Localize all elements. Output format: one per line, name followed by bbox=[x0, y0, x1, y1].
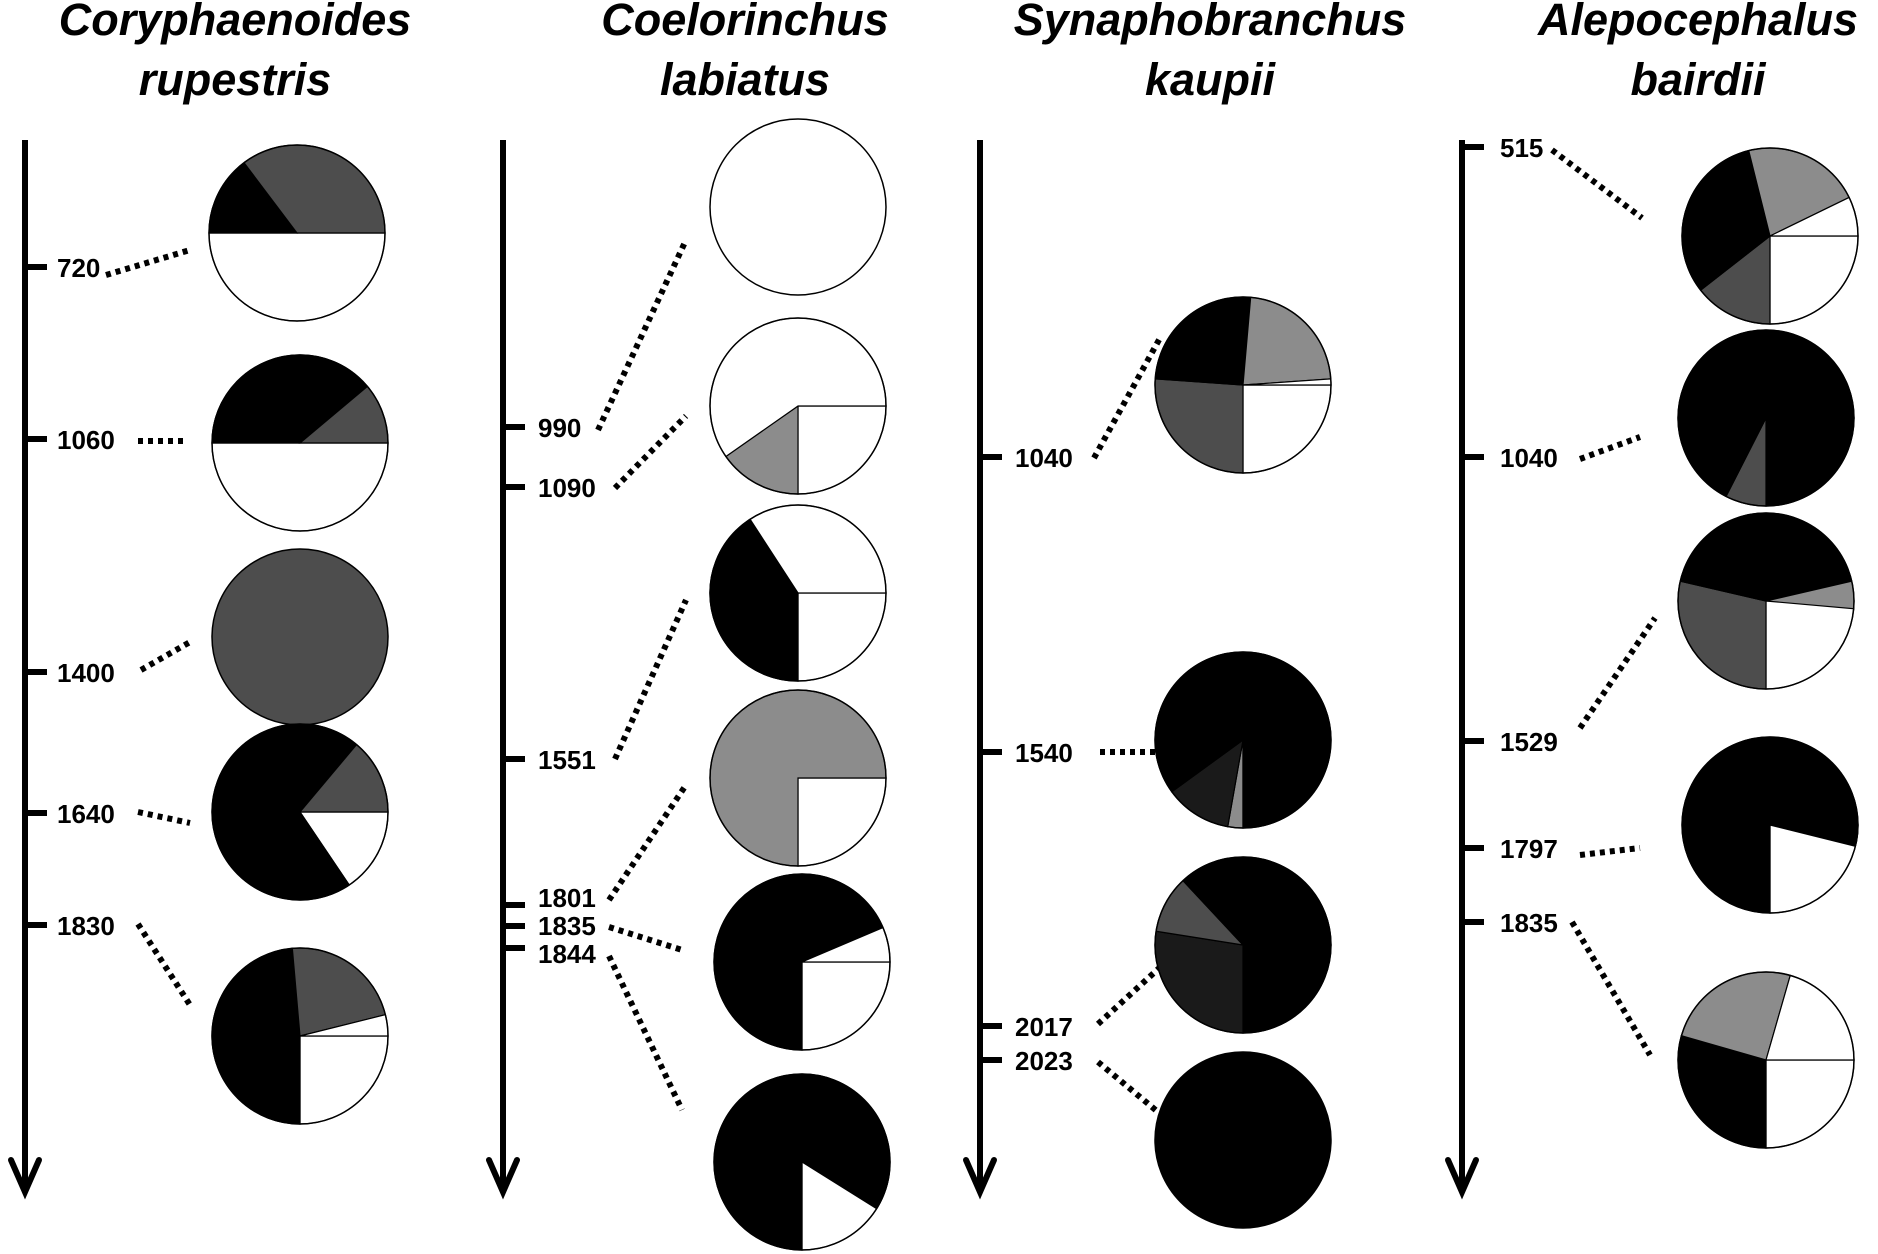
diet-pie bbox=[709, 118, 887, 296]
axis-arrowhead bbox=[486, 1157, 520, 1200]
depth-connector bbox=[1578, 434, 1642, 462]
pie-slice bbox=[1765, 417, 1855, 507]
pie-slice bbox=[1154, 930, 1244, 1034]
species-title-line: kaupii bbox=[1145, 54, 1277, 105]
depth-label: 515 bbox=[1500, 133, 1543, 163]
depth-connector bbox=[1096, 1059, 1160, 1115]
depth-label: 2023 bbox=[1015, 1046, 1073, 1076]
pie-slice bbox=[801, 961, 891, 1051]
depth-label: 1040 bbox=[1500, 443, 1558, 473]
depth-connector bbox=[612, 413, 689, 491]
diet-pie bbox=[709, 504, 887, 682]
pie-slice bbox=[1242, 944, 1332, 1034]
depth-connector bbox=[1091, 336, 1163, 460]
depth-label: 1640 bbox=[57, 799, 115, 829]
depth-connector bbox=[1579, 845, 1641, 858]
depth-label: 990 bbox=[538, 413, 581, 443]
diet-pie bbox=[1154, 651, 1332, 829]
species-title-line: bairdii bbox=[1630, 54, 1767, 105]
species-panel: Coryphaenoides rupestris 720 1060 1400 1640 18… bbox=[8, 0, 412, 1200]
diet-pie bbox=[211, 354, 389, 532]
diet-pie bbox=[211, 947, 389, 1125]
pie-slice bbox=[212, 549, 388, 725]
axis-arrowhead bbox=[963, 1157, 997, 1200]
species-title-line: labiatus bbox=[660, 54, 830, 105]
species-panel: Synaphobranchus kaupii 1040 1540 2017 2023 bbox=[963, 0, 1407, 1229]
depth-label: 1844 bbox=[538, 939, 596, 969]
species-title-line: Coryphaenoides bbox=[59, 0, 412, 45]
diet-pie bbox=[1681, 147, 1859, 325]
depth-connector bbox=[606, 783, 689, 902]
pie-slice bbox=[1154, 296, 1252, 386]
diet-pie bbox=[1154, 296, 1332, 474]
pie-slice bbox=[797, 777, 887, 867]
depth-connector bbox=[105, 247, 191, 278]
depth-connector bbox=[606, 954, 685, 1112]
depth-label: 1529 bbox=[1500, 727, 1558, 757]
depth-connector bbox=[608, 924, 683, 953]
pie-slice bbox=[299, 1035, 389, 1125]
depth-connector bbox=[595, 238, 689, 432]
depth-label: 1540 bbox=[1015, 738, 1073, 768]
pie-slice bbox=[1154, 378, 1244, 474]
diet-pie bbox=[208, 144, 386, 322]
pie-slice bbox=[1155, 1052, 1331, 1228]
diet-pie bbox=[1677, 329, 1855, 507]
diet-pie bbox=[709, 317, 887, 495]
depth-connector bbox=[1569, 920, 1653, 1057]
depth-connector bbox=[135, 922, 193, 1007]
pie-slice bbox=[211, 442, 389, 532]
diet-pie bbox=[211, 723, 389, 901]
species-title-line: Synaphobranchus bbox=[1014, 0, 1407, 45]
depth-label: 1060 bbox=[57, 425, 115, 455]
axis-arrowhead bbox=[1445, 1157, 1479, 1200]
depth-label: 1090 bbox=[538, 473, 596, 503]
depth-label: 1551 bbox=[538, 745, 596, 775]
diet-pie bbox=[1677, 512, 1855, 690]
pie-slice bbox=[1769, 235, 1859, 325]
pie-slice bbox=[797, 592, 887, 682]
pie-slice bbox=[1765, 600, 1855, 690]
depth-connector bbox=[139, 639, 192, 673]
diet-pie bbox=[1154, 856, 1332, 1034]
diet-pie bbox=[211, 548, 389, 726]
axis-arrowhead bbox=[8, 1157, 42, 1200]
pie-slice bbox=[1765, 1059, 1855, 1149]
depth-label: 1400 bbox=[57, 658, 115, 688]
pie-slice bbox=[797, 405, 887, 495]
depth-label: 720 bbox=[57, 253, 100, 283]
depth-connector bbox=[1577, 616, 1658, 730]
depth-label: 2017 bbox=[1015, 1012, 1073, 1042]
depth-label: 1797 bbox=[1500, 834, 1558, 864]
diet-pie bbox=[713, 1073, 891, 1251]
diet-pie bbox=[709, 689, 887, 867]
species-panel: Coelorinchus labiatus 990 1090 1551 180118351… bbox=[486, 0, 891, 1251]
depth-connector bbox=[1095, 957, 1171, 1027]
depth-label: 1801 bbox=[538, 883, 596, 913]
pie-slice bbox=[710, 119, 886, 295]
depth-label: 1835 bbox=[538, 911, 596, 941]
depth-label: 1835 bbox=[1500, 908, 1558, 938]
pie-slice bbox=[208, 232, 386, 322]
pie-slice bbox=[1242, 296, 1332, 386]
depth-connector bbox=[137, 809, 191, 826]
depth-connector bbox=[1550, 147, 1644, 221]
diet-pie bbox=[713, 873, 891, 1051]
species-title-line: Alepocephalus bbox=[1537, 0, 1858, 45]
diet-pie bbox=[1681, 736, 1859, 914]
species-title-line: Coelorinchus bbox=[601, 0, 889, 45]
species-panel: Alepocephalus bairdii 515 1040 1529 1797 1835 bbox=[1445, 0, 1859, 1200]
depth-connector bbox=[612, 598, 689, 761]
species-title-line: rupestris bbox=[139, 54, 332, 105]
pie-slice bbox=[211, 947, 301, 1125]
diet-pie bbox=[1677, 971, 1855, 1149]
depth-label: 1830 bbox=[57, 911, 115, 941]
depth-label: 1040 bbox=[1015, 443, 1073, 473]
pie-slice bbox=[1242, 384, 1332, 474]
diet-pie bbox=[1154, 1051, 1332, 1229]
